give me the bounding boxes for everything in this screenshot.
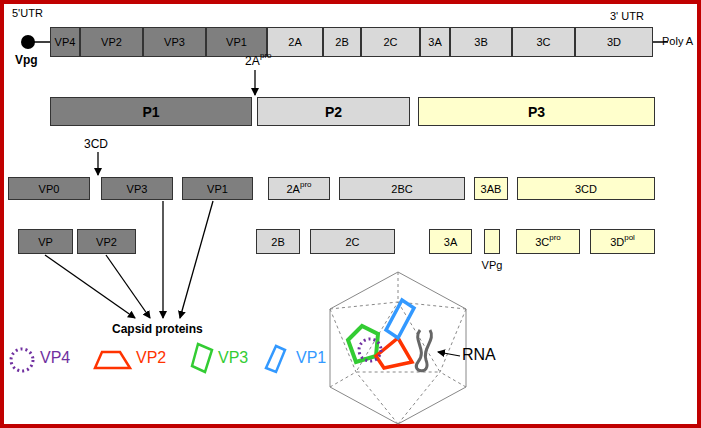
protein-suffix: pol: [624, 233, 635, 242]
protein-box: 3B: [450, 27, 512, 57]
protein-box: VP2: [80, 27, 143, 57]
protein-name: 3D: [607, 36, 621, 48]
protein-name: VP2: [96, 236, 117, 248]
protein-box: 3CD: [517, 177, 655, 200]
protein-name: 2C: [383, 36, 397, 48]
protein-box: VP1: [182, 177, 253, 200]
protein-box: 3Cpro: [516, 229, 580, 254]
protein-name: VP1: [207, 183, 228, 195]
group-label: Capsid proteins: [112, 322, 203, 336]
vpg-label: Vpg: [15, 53, 38, 67]
protein-box: 3C: [512, 27, 575, 57]
protein-box: 2Apro: [268, 177, 330, 200]
protein-name: 3CD: [575, 183, 597, 195]
protein-box: VP0: [8, 177, 90, 200]
protein-box: 3Dpol: [590, 229, 655, 254]
protein-box: 3A: [420, 27, 450, 57]
cleavage-suffix: pro: [260, 51, 272, 60]
protein-box: 3AB: [474, 177, 508, 200]
legend-text: VP3: [218, 349, 248, 367]
utr-label: 5'UTR: [12, 7, 43, 19]
protein-name: VP1: [226, 36, 247, 48]
legend-text: VP1: [296, 349, 326, 367]
protein-box: 2C: [310, 229, 395, 254]
protein-suffix: pro: [549, 233, 561, 242]
protein-box: 3A: [429, 229, 472, 254]
protein-name: P1: [142, 104, 159, 120]
protein-box: VP3: [143, 27, 206, 57]
protein-box: VPg: [484, 229, 500, 254]
protein-name: VP0: [39, 183, 60, 195]
cleavage-label: 3CD: [84, 137, 108, 151]
protein-name: P3: [528, 104, 545, 120]
protein-box: P1: [50, 97, 252, 126]
protein-box: 2C: [361, 27, 420, 57]
protein-name: VP2: [101, 36, 122, 48]
protein-name: 2B: [335, 36, 348, 48]
protein-box: VP: [18, 229, 73, 254]
protein-box: VP1: [206, 27, 267, 57]
protein-box: 2B: [323, 27, 361, 57]
protein-name: 3B: [474, 36, 487, 48]
protein-name: 3C: [536, 36, 550, 48]
protein-name: 2BC: [391, 183, 412, 195]
protein-name: VP3: [127, 183, 148, 195]
utr-label: 3' UTR: [610, 10, 644, 22]
protein-name: VP: [38, 236, 53, 248]
protein-suffix: pro: [300, 180, 312, 189]
legend-text: VP4: [40, 349, 70, 367]
rna-label: RNA: [462, 346, 496, 364]
protein-name: VP3: [164, 36, 185, 48]
protein-name: 2C: [345, 236, 359, 248]
protein-box: VP4: [50, 27, 80, 57]
protein-name: 3AB: [481, 183, 502, 195]
cleavage-label: 2A: [245, 54, 260, 68]
protein-name: 3D: [610, 236, 624, 248]
protein-name: 2B: [271, 236, 284, 248]
polya-label: Poly A: [662, 35, 693, 47]
protein-box: 2BC: [339, 177, 465, 200]
protein-name: VP4: [55, 36, 76, 48]
protein-box: 2A: [267, 27, 323, 57]
protein-name: P2: [325, 104, 342, 120]
protein-name: VPg: [482, 259, 503, 271]
protein-box: 3D: [575, 27, 653, 57]
legend-text: VP2: [136, 349, 166, 367]
protein-name: 2A: [288, 36, 301, 48]
protein-name: 3A: [444, 236, 457, 248]
protein-box: VP3: [101, 177, 173, 200]
protein-name: 2A: [286, 183, 299, 195]
protein-box: P2: [257, 97, 410, 126]
protein-box: 2B: [256, 229, 300, 254]
protein-box: VP2: [77, 229, 136, 254]
protein-name: 3C: [535, 236, 549, 248]
protein-box: P3: [418, 97, 655, 126]
protein-name: 3A: [428, 36, 441, 48]
